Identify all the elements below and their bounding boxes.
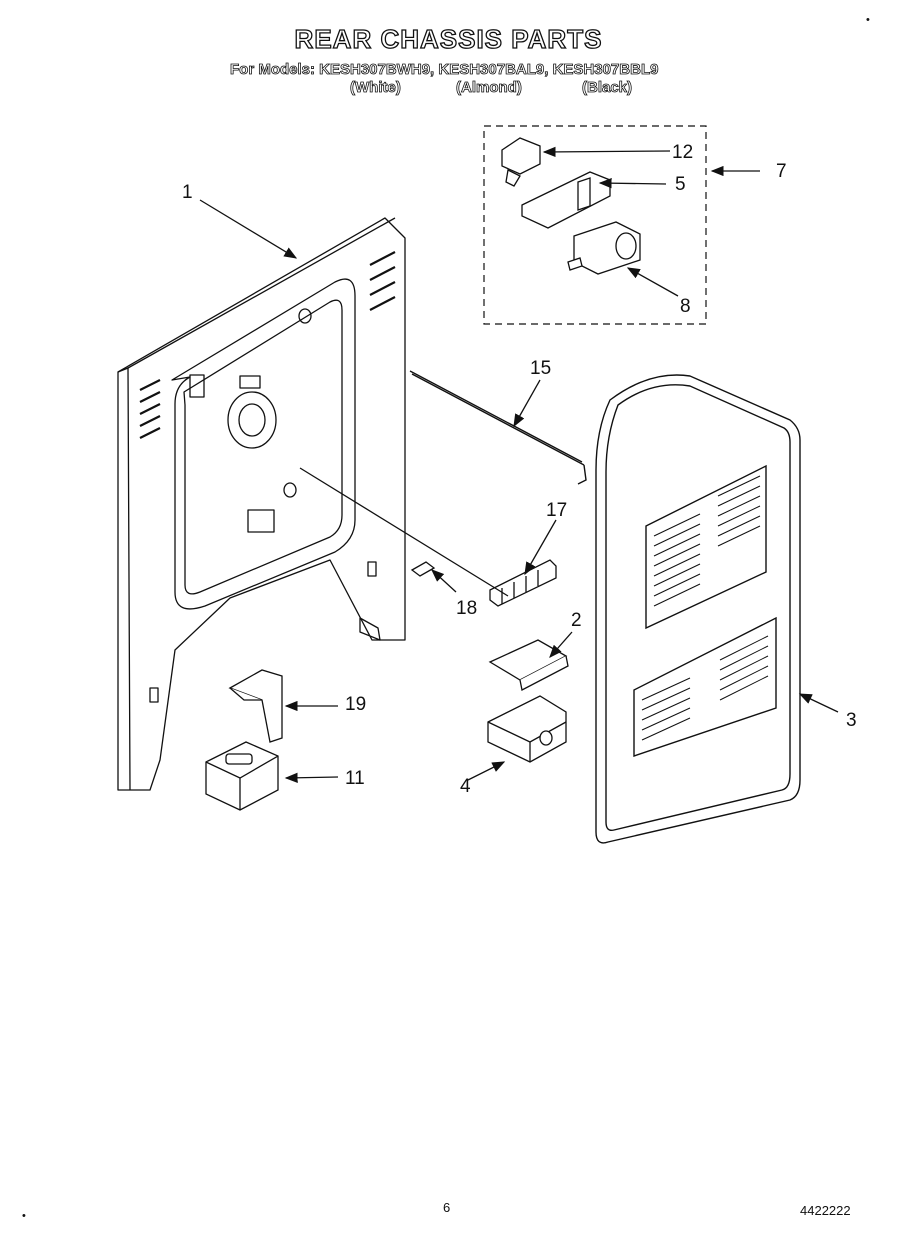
- bracket-part: [521, 171, 611, 229]
- color-white: (White): [350, 79, 402, 97]
- document-number: 4422222: [800, 1203, 851, 1218]
- small-bracket-part: [228, 669, 283, 743]
- callout-4: 4: [460, 776, 471, 797]
- callout-18: 18: [456, 598, 477, 619]
- callout-12: 12: [672, 142, 693, 163]
- terminal-block-part: [489, 559, 557, 607]
- leader-lines: [199, 146, 839, 783]
- callout-17: 17: [546, 500, 567, 521]
- callout-3: 3: [846, 710, 857, 731]
- callout-11: 11: [345, 768, 365, 789]
- clip-part: [410, 561, 436, 577]
- box-bracket-part: [487, 695, 567, 763]
- callout-15: 15: [530, 358, 551, 379]
- solenoid-part: [567, 221, 641, 275]
- cover-plate-part: [488, 639, 569, 691]
- callout-7: 7: [776, 161, 787, 182]
- rod-part: [409, 370, 587, 485]
- back-cover-part: [595, 374, 801, 844]
- models-line: For Models: KESH307BWH9, KESH307BAL9, KE…: [230, 61, 659, 79]
- page-number: 6: [443, 1200, 451, 1215]
- corner-mark: •: [22, 1210, 26, 1222]
- rear-panel-part: [117, 217, 406, 791]
- callout-19: 19: [345, 694, 366, 715]
- block-part: [205, 741, 279, 811]
- color-almond: (Almond): [456, 79, 523, 97]
- callout-1: 1: [182, 182, 193, 203]
- callout-2: 2: [571, 610, 582, 631]
- assembly-group-box: [483, 125, 707, 325]
- callout-5: 5: [675, 174, 686, 195]
- corner-mark: •: [866, 14, 870, 26]
- color-black: (Black): [582, 79, 633, 97]
- switch-part: [501, 137, 541, 187]
- page-title: REAR CHASSIS PARTS: [294, 23, 603, 54]
- callout-8: 8: [680, 296, 691, 317]
